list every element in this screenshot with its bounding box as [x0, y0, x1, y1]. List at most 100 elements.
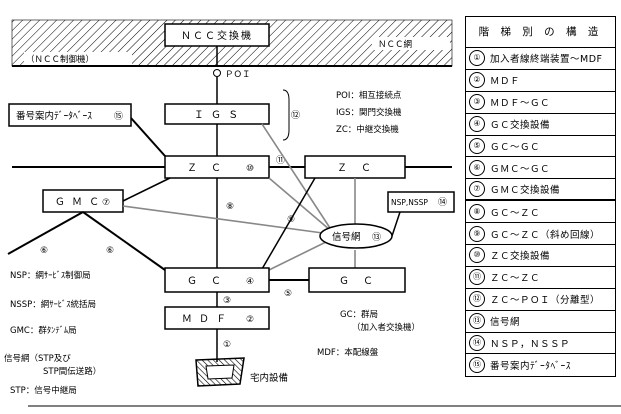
note-poi: POI：相互接続点: [336, 90, 402, 101]
number-8: ⑧: [226, 202, 234, 212]
poi-label: ＰＯＩ: [225, 70, 251, 80]
igs-box: [164, 103, 270, 125]
home-equipment-label: 宅内設備: [250, 372, 288, 384]
legend-row-text: ＧＣ交換設備: [490, 120, 551, 132]
number-1: ①: [223, 340, 231, 350]
nsp-nssp-box: [387, 191, 455, 213]
directory-db-label: 番号案内ﾃﾞｰﾀﾍﾞｰｽ: [16, 110, 92, 122]
legend-row-number: ⑮: [469, 357, 485, 374]
legend-row: ⑫ ＺＣ～ＰＯＩ（分離型）: [466, 289, 615, 311]
number-7: ⑦: [102, 198, 110, 208]
legend-row-text: 信号網: [490, 317, 521, 329]
legend-row-number: ②: [469, 72, 485, 89]
legend-row-number: ⑩: [469, 247, 485, 264]
number-5: ⑤: [284, 289, 292, 299]
legend-row: ⑭ ＮＳＰ，ＮＳＳＰ: [466, 333, 615, 355]
nsp-nssp-label: NSP,NSSP: [391, 198, 428, 207]
legend-row: ⑤ ＧＣ～ＧＣ: [466, 136, 615, 158]
legend-row: ⑬ 信号網: [466, 311, 615, 333]
legend-row-number: ⑥: [469, 159, 485, 176]
legend-row: ② ＭＤＦ: [466, 70, 615, 92]
legend-row-text: ＧＭＣ～ＧＣ: [490, 163, 551, 175]
legend-row-number: ⑭: [469, 335, 485, 352]
legend-row: ⑧ ＧＣ～ＺＣ: [466, 201, 615, 224]
number-11: ⑪: [276, 155, 285, 166]
legend-row: ⑮ 番号案内ﾃﾞｰﾀﾍﾞｰｽ: [466, 354, 615, 376]
legend-row-number: ⑦: [469, 181, 485, 198]
legend-row-number: ⑬: [469, 313, 485, 330]
legend-row: ④ ＧＣ交換設備: [466, 114, 615, 136]
legend-row-text: ＧＣ～ＺＣ（斜め回線）: [490, 229, 601, 241]
ncc-control-label: （ＮＣＣ制御機）: [26, 54, 94, 65]
gc-box-1: [164, 267, 270, 293]
legend-row: ⑨ ＧＣ～ＺＣ（斜め回線）: [466, 223, 615, 246]
igs-label: Ｉ Ｇ Ｓ: [194, 110, 240, 121]
legend-row-text: 加入者線終端装置～MDF: [490, 54, 603, 66]
number-10: ⑩: [246, 164, 254, 174]
legend-row: ① 加入者線終端装置～MDF: [466, 48, 615, 70]
notes-top: POI：相互接続点 IGS：関門交換機 ZC：中継交換機: [336, 90, 402, 135]
legend-row-text: ＺＣ交換設備: [490, 251, 551, 263]
legend-row-text: ＮＳＰ，ＮＳＳＰ: [490, 339, 571, 351]
number-4: ④: [246, 277, 254, 287]
legend-row-text: ＧＣ～ＧＣ: [490, 142, 541, 153]
home-equipment-icon: [195, 357, 245, 387]
number-14: ⑭: [438, 197, 447, 208]
legend-title: 階 梯 別 の 構 造: [466, 17, 615, 48]
legend-row-text: ＧＣ～ＺＣ: [490, 207, 541, 219]
gc-box-2: [308, 267, 406, 293]
legend-row-number: ①: [469, 50, 485, 67]
gmc-label: Ｇ Ｍ Ｃ: [55, 197, 101, 208]
legend-row-text: ＧＭＣ交換設備: [490, 185, 561, 197]
ncc-network-label: ＮＣＣ網: [378, 39, 412, 50]
note-gmc: GMC：群ﾀﾝﾃﾞﾑ局: [10, 325, 77, 336]
legend-row-text: ＭＤＦ: [490, 76, 521, 88]
number-6a: ⑥: [40, 246, 48, 256]
number-15: ⑮: [114, 111, 123, 122]
legend-row-number: ⑫: [469, 291, 485, 308]
legend-row-number: ③: [469, 94, 485, 111]
number-2: ②: [246, 315, 254, 325]
number-9: ⑨: [287, 215, 295, 225]
legend-row-number: ⑤: [469, 138, 485, 154]
legend-row-text: 番号案内ﾃﾞｰﾀﾍﾞｰｽ: [490, 361, 572, 373]
mdf-label: Ｍ Ｄ Ｆ: [182, 314, 228, 325]
note-signal-1: 信号網（STP及び: [4, 353, 71, 364]
legend-rows: ① 加入者線終端装置～MDF ② ＭＤＦ ③ ＭＤＦ～ＧＣ ④ ＧＣ交換設備 ⑤ ＧＣ～ＧＣ ⑥ ＧＭ…: [466, 48, 615, 376]
legend-row-number: ④: [469, 116, 485, 133]
zc-label-1: Ｚ Ｃ: [187, 163, 223, 174]
poi-point: [213, 69, 221, 77]
number-13: ⑬: [372, 232, 381, 243]
note-signal-2: STP間伝送路）: [43, 366, 101, 377]
legend-row-number: ⑨: [469, 225, 485, 242]
legend-row-text: ＺＣ～ＰＯＩ（分離型）: [490, 295, 601, 307]
legend-row: ⑥ ＧＭＣ～ＧＣ: [466, 157, 615, 180]
note-gc-sub: （加入者交換機）: [352, 322, 420, 333]
legend-row-number: ⑧: [469, 203, 485, 220]
gc-label-1: Ｇ Ｃ: [187, 276, 223, 287]
number-6b: ⑥: [106, 246, 114, 256]
note-mdf: MDF：本配線盤: [317, 347, 379, 358]
legend-row: ⑩ ＺＣ交換設備: [466, 245, 615, 267]
notes-right: GC：群局 （加入者交換機） MDF：本配線盤: [317, 309, 420, 358]
legend-row: ⑦ ＧＭＣ交換設備: [466, 179, 615, 202]
legend-row-text: ＭＤＦ～ＧＣ: [490, 98, 551, 110]
zc-label-2: Ｚ Ｃ: [337, 163, 373, 174]
note-stp: STP：信号中継局: [10, 385, 77, 396]
note-nssp: NSSP：網ｻｰﾋﾞｽ統括局: [10, 299, 96, 310]
number-12: ⑫: [291, 110, 300, 121]
legend-table: 階 梯 別 の 構 造 ① 加入者線終端装置～MDF ② ＭＤＦ ③ ＭＤＦ～ＧＣ ④ ＧＣ交…: [465, 16, 616, 378]
note-zc: ZC：中継交換機: [336, 124, 399, 135]
mdf-box: [164, 306, 270, 330]
number-3: ③: [223, 296, 231, 306]
note-gc: GC：群局: [340, 309, 378, 320]
signal-network-label: 信号網: [332, 231, 361, 243]
note-igs: IGS：関門交換機: [336, 107, 402, 118]
directory-db-box: [8, 103, 132, 127]
note-nsp: NSP：網ｻｰﾋﾞｽ制御局: [10, 270, 91, 281]
gc-label-2: Ｇ Ｃ: [339, 276, 375, 287]
ncc-control-label-bg: [24, 52, 132, 65]
